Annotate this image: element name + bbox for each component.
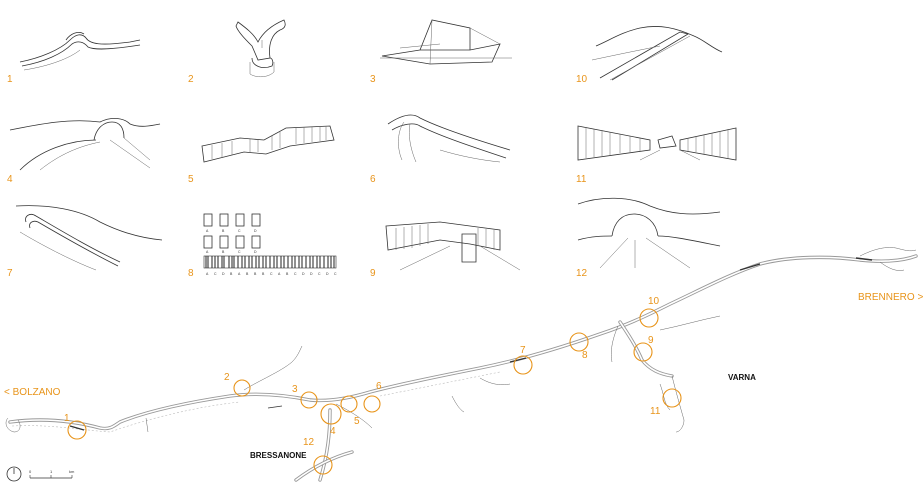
place-label-bressanone: BRESSANONE (250, 451, 307, 460)
sketch-number: 10 (576, 74, 588, 85)
sketch-4-tunnel-portal (9, 118, 161, 171)
sketch-8-barcode: A B C D A B C D A C D B A B B B C A B C D D C D C (203, 213, 337, 276)
sketch-number: 4 (7, 174, 13, 185)
map-number: 6 (376, 381, 382, 392)
barcode-sequence-letter: A (238, 272, 241, 276)
sketch-7-tunnel-ramp (15, 205, 163, 271)
map-number: 12 (303, 437, 315, 448)
map-number: 10 (648, 296, 660, 307)
scale-bar: 0 1 km (6, 466, 75, 482)
barcode-mid-letter: C (238, 250, 241, 254)
sketch-number: 12 (576, 268, 588, 279)
sketch-number: 7 (7, 268, 13, 279)
barcode-mid-letter: A (206, 250, 209, 254)
sketch-6-road-curve (387, 114, 511, 163)
sketch-12-tunnel-portal (577, 197, 721, 269)
barcode-top-letter: B (222, 229, 225, 233)
direction-label-brennero: BRENNERO > (858, 292, 923, 303)
barcode-sequence-letter: D (302, 272, 305, 276)
barcode-sequence-letter: C (270, 272, 273, 276)
place-label-varna: VARNA (728, 373, 756, 382)
barcode-mid-letter: B (222, 250, 225, 254)
map-number: 2 (224, 372, 230, 383)
sketch-10-mountain-trench (591, 26, 723, 81)
sketch-1-road-viaduct (19, 32, 141, 71)
map-number: 3 (292, 384, 298, 395)
barcode-sequence-letter: C (334, 272, 337, 276)
barcode-top-letter: A (206, 229, 209, 233)
barcode-mid-letter: D (254, 250, 257, 254)
map-number: 4 (330, 426, 336, 437)
barcode-strip (203, 255, 337, 269)
scale-tick: 1 (50, 469, 53, 474)
map-number: 7 (520, 345, 526, 356)
map-number: 9 (648, 335, 654, 346)
barcode-sequence-letter: B (286, 272, 289, 276)
barcode-top-letter: C (238, 229, 241, 233)
barcode-sequence-letter: D (222, 272, 225, 276)
barcode-sequence-letter: C (318, 272, 321, 276)
barcode-sequence-letter: B (262, 272, 265, 276)
barcode-sequence-letter: B (246, 272, 249, 276)
sketch-number: 9 (370, 268, 376, 279)
barcode-sequence-letter: B (230, 272, 233, 276)
sketch-number: 2 (188, 74, 194, 85)
sketch-number: 3 (370, 74, 376, 85)
scale-tick: km (69, 469, 75, 474)
north-arrow-icon (6, 466, 22, 482)
road-network (5, 247, 918, 482)
sketch-number: 1 (7, 74, 13, 85)
direction-label-bolzano: < BOLZANO (4, 387, 61, 398)
map-number: 1 (64, 413, 70, 424)
sketch-number: 11 (576, 174, 587, 185)
sketch-2-y-pylon (235, 19, 286, 77)
sketch-3-building-canopy (380, 19, 512, 65)
sketch-11-trench-walls (577, 125, 737, 161)
barcode-sequence-letter: D (326, 272, 329, 276)
barcode-sequence-letter: D (310, 272, 313, 276)
scale-tick: 0 (29, 469, 32, 474)
sketch-number: 8 (188, 268, 194, 279)
sketch-9-underpass (385, 221, 521, 271)
barcode-sequence-letter: A (278, 272, 281, 276)
barcode-sequence-letter: C (294, 272, 297, 276)
map-markers (67, 308, 682, 475)
map-number: 5 (354, 416, 360, 427)
barcode-sequence-letter: C (214, 272, 217, 276)
barcode-sequence-letter: A (206, 272, 209, 276)
sketch-number: 5 (188, 174, 194, 185)
sketch-5-noise-barrier (201, 125, 335, 163)
map-number: 11 (650, 406, 661, 417)
sketch-number: 6 (370, 174, 376, 185)
barcode-top-letter: D (254, 229, 257, 233)
map-number: 8 (582, 350, 588, 361)
barcode-sequence-letter: B (254, 272, 257, 276)
